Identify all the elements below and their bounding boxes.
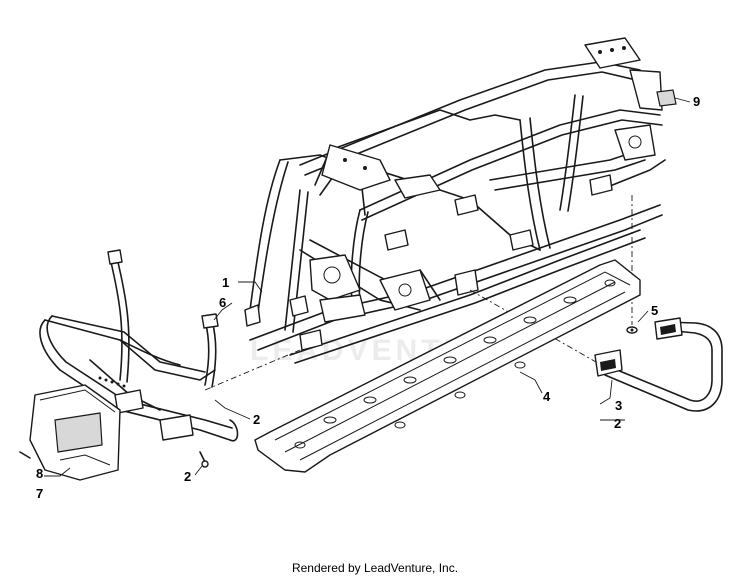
callout-2-bumper: 2 <box>614 416 621 431</box>
callout-4: 4 <box>543 389 551 404</box>
fastener-8 <box>19 451 31 459</box>
fastener-5 <box>626 326 638 334</box>
callout-2-frame: 2 <box>253 412 260 427</box>
main-frame <box>244 37 666 364</box>
leader-lines <box>44 97 691 477</box>
callout-1: 1 <box>222 275 229 290</box>
front-bumper <box>39 249 239 442</box>
callout-9: 9 <box>693 94 700 109</box>
fastener-2-front <box>199 451 209 468</box>
skid-plate <box>254 259 641 473</box>
footer-credit: Rendered by LeadVenture, Inc. <box>291 561 459 575</box>
callout-5: 5 <box>651 303 658 318</box>
callout-2-bolt: 2 <box>184 469 191 484</box>
callout-6: 6 <box>219 295 226 310</box>
rear-bumper <box>594 317 723 412</box>
pad-9 <box>656 89 677 107</box>
front-guard <box>29 384 121 481</box>
callout-8: 8 <box>36 466 43 481</box>
callout-3: 3 <box>615 398 622 413</box>
alignment-line-front <box>204 349 301 391</box>
callout-7: 7 <box>36 486 43 501</box>
